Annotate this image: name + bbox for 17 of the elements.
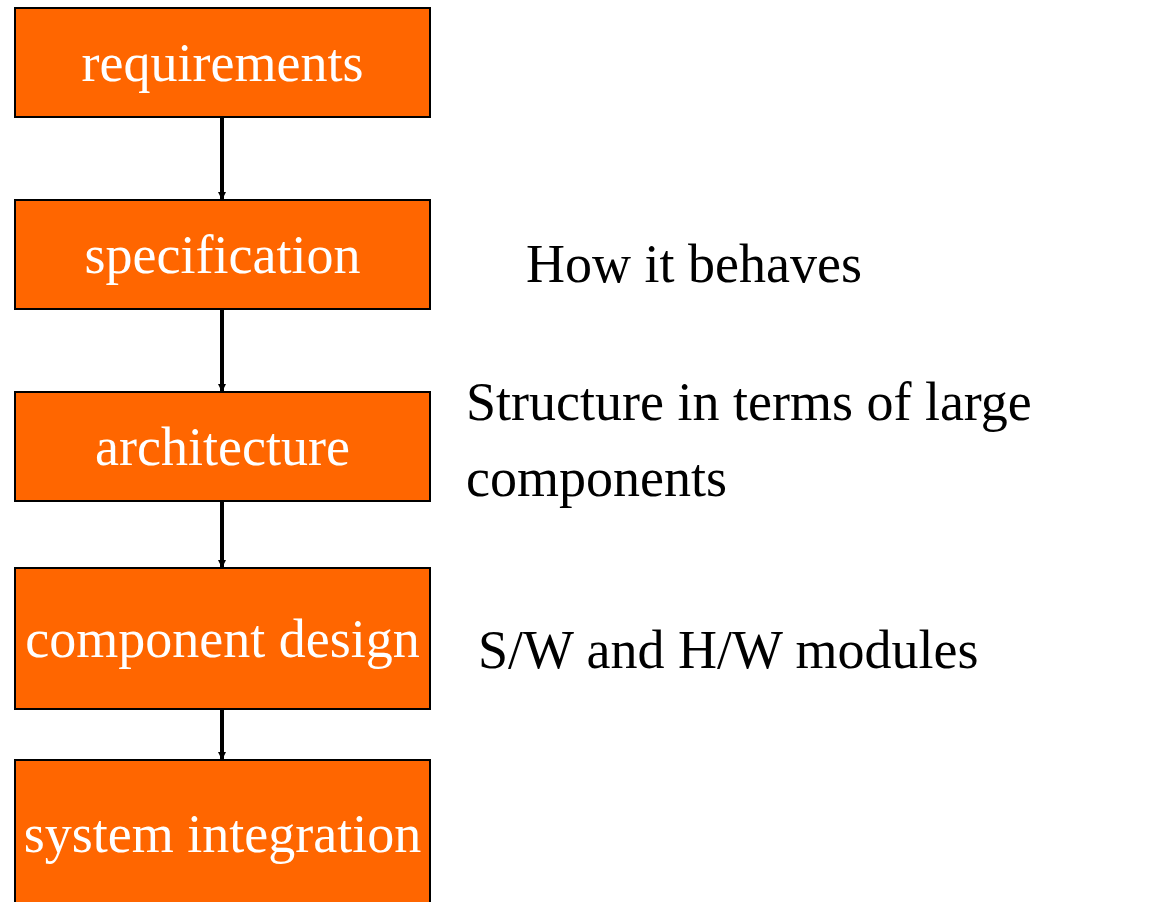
arrow — [218, 710, 226, 760]
box-label: system integration — [23, 803, 422, 866]
process-box — [14, 7, 431, 118]
process-box — [14, 391, 431, 502]
box-label: specification — [84, 223, 361, 287]
process-box — [14, 199, 431, 310]
arrow — [218, 310, 226, 392]
box-label: requirements — [81, 31, 364, 95]
process-box — [14, 759, 431, 902]
annotation-text: Structure in terms of large components — [466, 371, 1033, 510]
box-label: component design — [25, 607, 420, 671]
arrow — [218, 118, 226, 200]
annotation-text: How it behaves — [526, 233, 863, 296]
annotation-text: S/W and H/W modules — [478, 619, 980, 682]
box-label: architecture — [95, 415, 350, 479]
arrow — [218, 502, 226, 568]
process-box — [14, 567, 431, 710]
